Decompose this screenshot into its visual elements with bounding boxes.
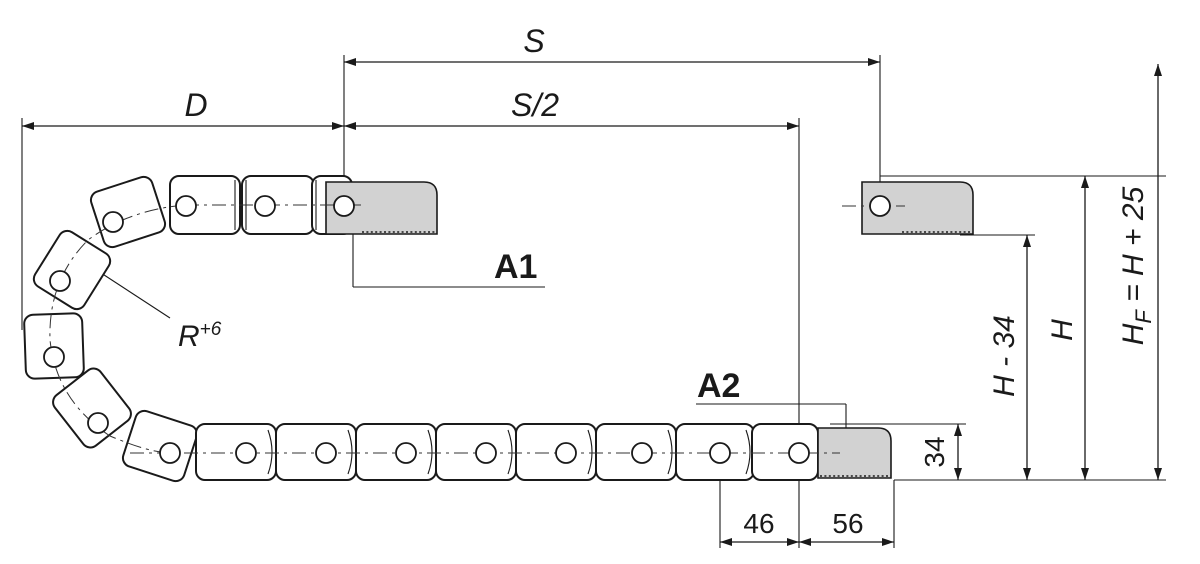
pin — [235, 442, 257, 464]
label-hf: HF = H + 25 — [1117, 186, 1156, 345]
chain-link — [32, 229, 112, 311]
bracket-fixed-top — [861, 181, 974, 235]
mounting-brackets — [325, 181, 974, 479]
label-d: D — [184, 87, 207, 123]
chain-link — [121, 409, 199, 483]
label-hf-letter: H — [1117, 323, 1150, 345]
label-radius: R+6 — [178, 319, 222, 353]
bracket-fixed-a2 — [817, 427, 892, 479]
pin — [87, 412, 109, 434]
pin — [709, 442, 731, 464]
pin — [869, 195, 891, 217]
pin — [475, 442, 497, 464]
label-h: H — [1046, 319, 1079, 341]
centerline-bend — [49, 204, 186, 454]
dimension-lines — [22, 58, 1162, 546]
label-radius-tolerance: +6 — [200, 319, 222, 340]
link-pins — [43, 195, 891, 464]
label-hf-subscript: F — [1131, 309, 1156, 324]
pin — [43, 346, 65, 368]
chain-link — [23, 312, 85, 380]
label-34: 34 — [919, 436, 950, 467]
chain-link — [89, 175, 167, 249]
pin — [159, 442, 181, 464]
dimension-labels: S D S/2 R+6 A1 A2 H - 34 H HF = H + 25 3… — [178, 23, 1156, 539]
pin — [631, 442, 653, 464]
pin — [333, 195, 355, 217]
label-56: 56 — [832, 508, 863, 539]
pin — [175, 195, 197, 217]
chain-link — [52, 367, 132, 449]
label-radius-letter: R — [178, 320, 200, 353]
pin — [555, 442, 577, 464]
pin — [788, 442, 810, 464]
link-joints-bottom — [267, 429, 751, 475]
pin — [49, 270, 71, 292]
pin — [315, 442, 337, 464]
chain-bend — [23, 175, 199, 483]
bracket-moving-a1 — [325, 181, 438, 235]
label-half-stroke: S/2 — [511, 87, 559, 123]
label-hf-formula: = H + 25 — [1117, 186, 1150, 310]
label-a2: A2 — [697, 367, 740, 405]
pin — [102, 211, 124, 233]
label-stroke: S — [523, 23, 544, 59]
label-46: 46 — [743, 508, 774, 539]
label-a1: A1 — [494, 248, 537, 286]
pin — [254, 195, 276, 217]
label-h-minus-34: H - 34 — [988, 315, 1021, 397]
pin — [395, 442, 417, 464]
